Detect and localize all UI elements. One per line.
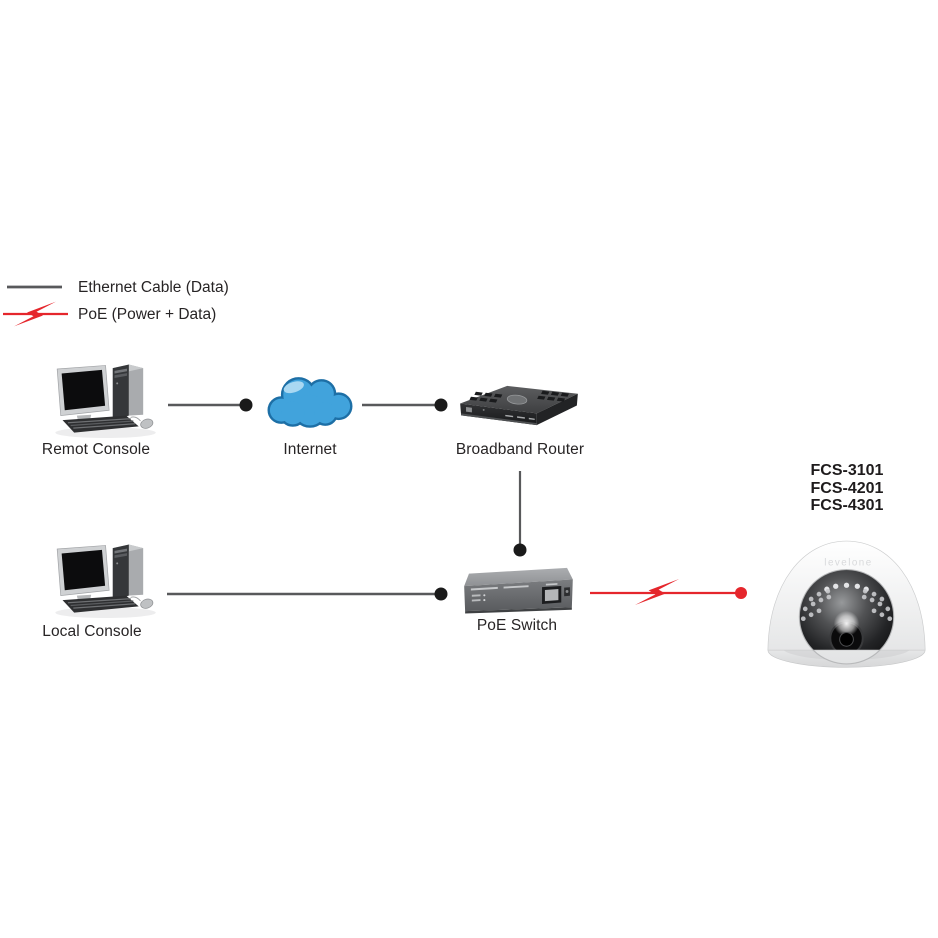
- poe-line-swatch: [3, 301, 68, 327]
- connector-dot-poe: [735, 587, 747, 599]
- node-label-local-console: Local Console: [42, 623, 142, 640]
- dome-camera-icon: levelone: [767, 540, 926, 668]
- desktop-computer-icon: [55, 364, 156, 439]
- node-label-broadband-router: Broadband Router: [455, 441, 585, 458]
- poe-switch-icon: [464, 567, 573, 614]
- node-label-remote-console: Remot Console: [41, 441, 151, 458]
- camera-model: FCS-4201: [810, 479, 884, 497]
- connector-dot: [513, 543, 527, 557]
- camera-brand-logo: levelone: [824, 558, 872, 569]
- desktop-computer-icon: [55, 544, 156, 619]
- lightning-icon: [14, 301, 56, 327]
- ethernet-line-swatch: [7, 285, 62, 289]
- camera-model: FCS-4301: [810, 497, 884, 515]
- connector-dot: [434, 398, 448, 412]
- camera-model: FCS-3101: [810, 462, 884, 479]
- internet-cloud-icon: [267, 377, 353, 428]
- legend-label-ethernet: Ethernet Cable (Data): [78, 279, 229, 296]
- camera-model-list: FCS-3101 FCS-4201 FCS-4301: [786, 462, 908, 515]
- node-label-poe-switch: PoE Switch: [476, 617, 558, 634]
- legend-label-poe: PoE (Power + Data): [78, 306, 217, 323]
- lightning-icon: [634, 578, 680, 606]
- router-icon: [460, 385, 578, 426]
- connector-dot: [434, 587, 448, 601]
- node-label-internet: Internet: [283, 441, 337, 458]
- connector-dot: [239, 398, 253, 412]
